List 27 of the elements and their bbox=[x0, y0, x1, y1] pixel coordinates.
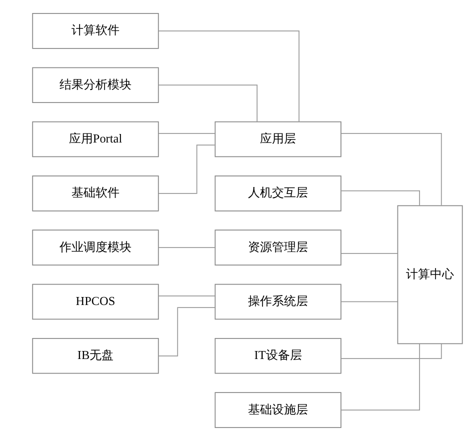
node-box: IB无盘 bbox=[32, 338, 159, 374]
connector bbox=[340, 252, 398, 254]
node-box: 操作系统层 bbox=[214, 284, 342, 320]
node-box: 结果分析模块 bbox=[32, 67, 159, 104]
node-box: 基础软件 bbox=[32, 176, 159, 212]
connector bbox=[340, 301, 398, 302]
node-box: 应用Portal bbox=[32, 121, 159, 158]
node-box: 资源管理层 bbox=[214, 230, 342, 266]
connector bbox=[340, 190, 420, 206]
connector bbox=[340, 133, 442, 206]
connector bbox=[158, 307, 216, 356]
node-box: IT设备层 bbox=[214, 338, 342, 374]
node-box: 计算中心 bbox=[397, 205, 463, 344]
connector bbox=[158, 84, 258, 122]
node-box: 基础设施层 bbox=[214, 392, 342, 428]
connector bbox=[158, 144, 216, 194]
connector bbox=[158, 247, 216, 248]
node-box: HPCOS bbox=[32, 284, 159, 320]
connector bbox=[340, 343, 442, 359]
connector bbox=[340, 344, 420, 410]
connector bbox=[158, 30, 300, 122]
connector bbox=[158, 295, 216, 296]
node-box: 作业调度模块 bbox=[32, 230, 159, 266]
connector bbox=[158, 133, 216, 134]
node-box: 计算软件 bbox=[32, 13, 159, 49]
node-box: 人机交互层 bbox=[214, 176, 342, 212]
node-box: 应用层 bbox=[214, 121, 342, 158]
